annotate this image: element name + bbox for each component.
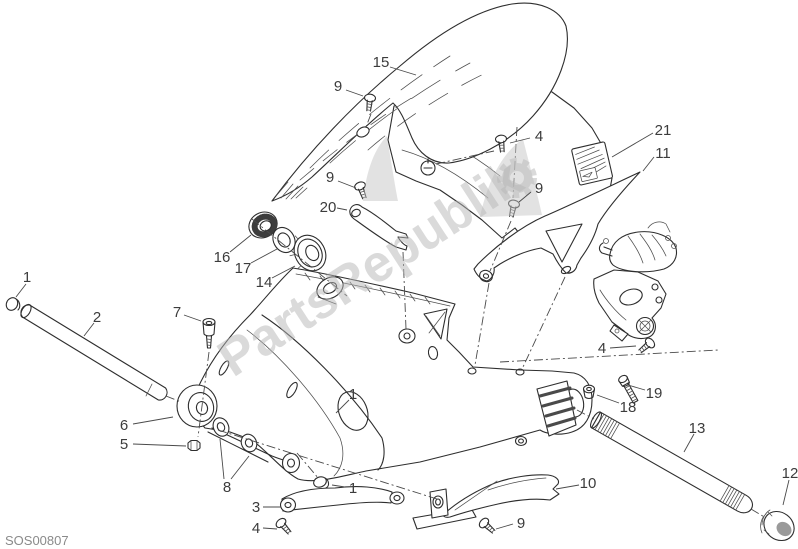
callout-axle-13: 13: [689, 420, 706, 437]
leader-line-chain-guard-11: [642, 156, 655, 172]
leader-line-bearing-16: [229, 234, 252, 253]
leader-line-bracket-20: [336, 207, 348, 211]
brake-caliper-assembly: [593, 221, 678, 342]
screw-4-caliper-glyph: [638, 337, 656, 354]
leader-line-pivot-shaft-2: [83, 322, 95, 337]
pivot-shaft-part: [20, 303, 168, 401]
screw-9-fender-glyph: [363, 93, 377, 112]
callout-screw-4-caliper: 4: [598, 340, 606, 357]
bleed-valve: [598, 242, 613, 257]
bearing-part: [248, 211, 278, 239]
swingarm-part: [176, 267, 593, 482]
callout-swingarm-1: 1: [349, 386, 357, 403]
chain-guard-part: [473, 171, 641, 283]
callout-axle-nut-12: 12: [782, 465, 798, 482]
leader-line-fender-15: [389, 66, 417, 76]
chain-slider-part: [412, 474, 560, 530]
hub-cover-part: [289, 234, 327, 272]
leader-line-washers-8: [230, 455, 250, 480]
callout-chain-guard-11: 11: [655, 145, 671, 162]
watermark-flag-right: [480, 139, 542, 217]
callout-nut-18: 18: [620, 399, 637, 416]
swingarm-cutout: [337, 391, 369, 431]
callout-seal-17: 17: [235, 260, 252, 277]
leader-line-screw-9-guard: [518, 191, 532, 203]
leader-line-screw-9-fender: [345, 89, 364, 97]
screw-4-strap-glyph: [275, 517, 292, 535]
leader-line-plug-1-left: [15, 283, 27, 298]
watermark-flag-left: [363, 136, 398, 201]
screw-4-fender-glyph: [494, 134, 508, 153]
fender-mount-tab: [356, 126, 370, 138]
callout-screw-9-fender: 9: [334, 78, 342, 95]
callout-bushing-6: 6: [120, 417, 128, 434]
adjuster-bolt: [618, 374, 639, 404]
callout-fender-15: 15: [373, 54, 390, 71]
leader-line-screw-9-bracket: [337, 180, 357, 189]
leader-line-slider-10: [555, 484, 580, 490]
callout-nut-5: 5: [120, 436, 128, 453]
callout-screw-7: 7: [173, 304, 181, 321]
leader-line-hub-cover-14: [271, 265, 296, 279]
fender-bracket-part: [349, 204, 409, 251]
drawing-code: SOS00807: [5, 533, 69, 548]
caliper-body: [609, 231, 678, 273]
leader-line-nut-18: [596, 394, 620, 404]
callout-washers-8: 8: [223, 479, 231, 496]
leader-line-screw-4-strap: [262, 527, 278, 530]
callout-plug-1-left: 1: [23, 269, 31, 286]
leader-line-plug-1-lower: [331, 484, 346, 488]
leader-line-screw-7: [183, 314, 202, 322]
callout-screw-9-guard: 9: [535, 180, 543, 197]
callout-bearing-16: 16: [214, 249, 231, 266]
callout-sticker-21: 21: [655, 122, 672, 139]
leader-line-nut-5: [132, 443, 187, 447]
leader-line-axle-nut-12: [782, 479, 790, 506]
callout-pivot-shaft-2: 2: [93, 309, 101, 326]
callout-screw-9-slider: 9: [517, 515, 525, 532]
callout-hub-cover-14: 14: [256, 274, 273, 291]
swingarm-pivot-boss: [176, 384, 218, 428]
callout-slider-10: 10: [580, 475, 597, 492]
axle-nut: [760, 509, 795, 542]
rear-wheel-axle: [590, 411, 753, 514]
leader-line-swingarm-1: [335, 399, 350, 414]
seal-ring-part: [272, 226, 296, 254]
callout-screw-9-bracket: 9: [326, 169, 334, 186]
leader-line-screw-4-caliper: [609, 345, 637, 349]
callout-screw-4-strap: 4: [252, 520, 260, 537]
leader-line-sticker-21: [611, 132, 654, 158]
rear-fender-blade: [271, 2, 568, 202]
pivot-nut: [187, 439, 201, 452]
washers: [212, 417, 258, 453]
callout-screw-4-fender: 4: [535, 128, 543, 145]
leader-line-washers-8: [219, 438, 225, 480]
front-chain-slider: [536, 380, 577, 437]
sticker-part: [571, 141, 613, 186]
watermark-gear-icon: [497, 158, 537, 198]
adjuster-nut: [582, 384, 596, 400]
leader-line-bolt-19: [627, 384, 646, 391]
callout-bolt-19: 19: [646, 385, 663, 402]
callout-strap-3: 3: [252, 499, 260, 516]
brake-line-strap: [279, 486, 405, 513]
pivot-plug-lower: [313, 476, 330, 489]
pinch-screw: [202, 317, 216, 349]
swingarm-hub-boss: [316, 276, 344, 300]
leader-line-screw-9-slider: [495, 523, 514, 530]
leader-line-axle-13: [683, 433, 695, 453]
caliper-carrier-plate: [593, 269, 667, 340]
leader-line-bushing-6: [132, 416, 174, 425]
leader-line-screw-4-fender: [509, 137, 531, 144]
screw-9-slider-glyph: [478, 517, 496, 534]
pivot-plug-left: [5, 297, 21, 311]
leader-line-seal-17: [250, 248, 278, 264]
callout-bracket-20: 20: [320, 199, 337, 216]
callout-plug-1-lower: 1: [349, 480, 357, 497]
assembly-axes: [165, 113, 767, 519]
fender-tip-hatch: [275, 181, 308, 200]
